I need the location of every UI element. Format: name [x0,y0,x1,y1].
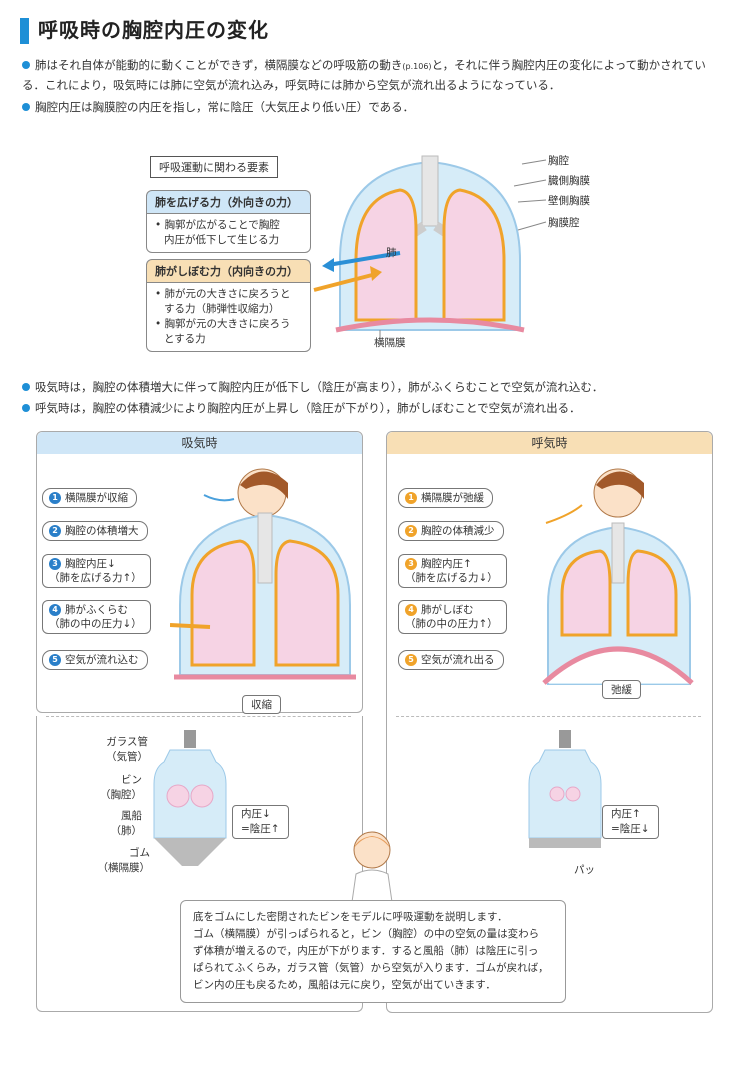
bullet-dot-icon [22,404,30,412]
elements-box-title: 呼吸運動に関わる要素 [150,156,278,178]
inhale-bottle [153,749,227,839]
intro-bullet-2: 胸腔内圧は胸膜腔の内圧を指し，常に陰圧（大気圧より低い圧）である． [22,98,722,117]
force-outward-head: 肺を広げる力（外向きの力） [146,190,311,213]
intro-bullet-1: 肺はそれ自体が能動的に動くことができず，横隔膜などの呼吸筋の動き(p.106)と… [22,58,706,92]
exhale-bottle-model [528,730,602,848]
inward-arrow-head [370,266,382,281]
lung-label: 肺 [386,247,397,259]
label-glass-tube: ガラス管（気管） [106,736,148,763]
right-lung [442,188,506,322]
nurse-illustration [351,831,393,902]
exhale-glass-tube [559,730,571,748]
nurse-hair [354,836,390,848]
outward-arrow [327,251,401,267]
label-rubber: ゴム（横隔膜） [97,847,151,874]
exhale-bottle [528,749,602,839]
inhale-thorax-diagram [170,468,356,680]
exhale-air-arrow [545,504,583,524]
bullet-dot-icon [22,103,30,111]
label-balloon: 風船（肺） [110,810,143,837]
exhale-hair [596,471,644,499]
label-thoracic-cavity: 胸腔 [548,155,569,167]
force-inward-body: • 肺が元の大きさに戻ろうと する力（肺弾性収縮力） • 胸郭が元の大きさに戻ろ… [146,282,311,352]
force-inward-card: 肺がしぼむ力（内向きの力） • 肺が元の大きさに戻ろうと する力（肺弾性収縮力）… [146,259,311,352]
exhale-balloon-right [565,786,581,802]
inhale-glass-tube [184,730,196,748]
exhale-tag-relax: 弛緩 [602,680,641,699]
exhale-panel-head: 呼気時 [387,432,712,454]
inhale-balloon-left [166,784,190,808]
exhale-pa-sound: パッ [574,864,595,876]
label-parietal-pleura: 壁側胸膜 [548,195,590,207]
inhale-balloon-right [190,784,214,808]
exhale-rubber-sheet [529,838,601,848]
label-diaphragm: 横隔膜 [374,337,406,349]
label-visceral-pleura: 臓側胸膜 [548,175,590,187]
explanation-note: 底をゴムにした密閉されたビンをモデルに呼吸運動を説明します． ゴム（横隔膜）が引… [180,900,566,1003]
trachea [421,155,439,227]
inhale-air-arrow [203,494,235,502]
page-title: 呼吸時の胸腔内圧の変化 [38,18,269,42]
inhale-pressure-box: 内圧↓=陰圧↑ [232,805,289,839]
label-pleural-cavity: 胸膜腔 [548,217,580,229]
inhale-separator [46,716,351,717]
exhale-balloon-left [549,786,565,802]
exhale-separator [396,716,701,717]
inhale-rubber-sheet [154,838,226,866]
mid-bullet-1: 吸気時は，胸腔の体積増大に伴って胸腔内圧が低下し（陰圧が高まり），肺がふくらむこ… [22,378,732,397]
exhale-pressure-box: 内圧↑=陰圧↓ [602,805,659,839]
bullet-dot-icon [22,61,30,69]
label-bottle: ビン（胸腔） [100,774,142,801]
exhale-right-lung [626,549,678,637]
bullet-dot-icon [22,383,30,391]
mid-bullet-2: 呼気時は，胸腔の体積減少により胸腔内圧が上昇し（陰圧が下がり），肺がしぼむことで… [22,399,732,418]
force-outward-body: • 胸郭が広がることで胸腔 内圧が低下して生じる力 [146,213,311,253]
diaphragm-line [335,317,525,333]
force-outward-card: 肺を広げる力（外向きの力） • 胸郭が広がることで胸腔 内圧が低下して生じる力 [146,190,311,253]
outward-arrow-head [322,258,334,272]
inhale-right-lung [274,539,340,667]
thorax-diagram [313,155,547,340]
nurse-face [353,831,391,869]
inhale-bottle-model [153,730,227,866]
exhale-diaphragm [542,646,694,685]
inward-arrow [313,272,377,292]
force-inward-head: 肺がしぼむ力（内向きの力） [146,259,311,282]
inhale-panel-head: 吸気時 [37,432,362,454]
inhale-left-lung [190,539,256,667]
exhale-left-lung [560,549,612,637]
exhale-thorax-diagram [542,468,694,685]
inhale-hair [240,471,288,499]
inhale-tag-contract: 収縮 [242,695,281,714]
nurse-uniform [351,869,393,902]
title-accent-bar [20,18,29,44]
